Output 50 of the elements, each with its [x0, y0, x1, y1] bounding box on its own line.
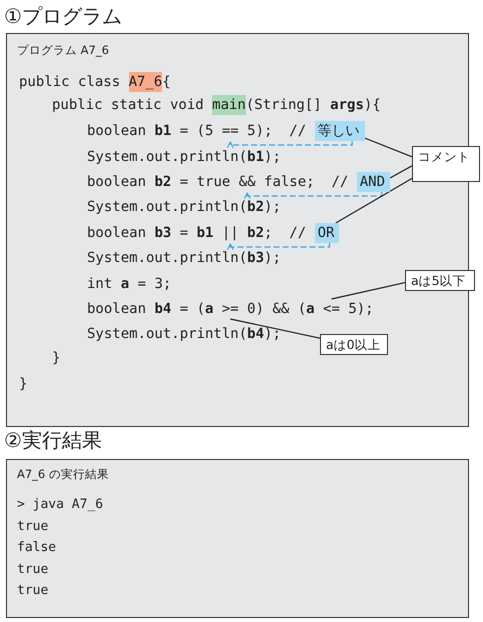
- code-text: System.out.println(b2);: [87, 198, 281, 217]
- leader-line: [390, 165, 412, 179]
- leader-line: [364, 137, 412, 158]
- callout-box: aは5以下: [405, 270, 475, 291]
- comment-highlight: 等しい: [314, 121, 365, 141]
- code-text: {: [162, 73, 171, 92]
- class-name-highlight: A7_6: [128, 72, 162, 92]
- operator-text: <=: [323, 299, 340, 319]
- operator-text: &&: [238, 172, 256, 192]
- arrow: [226, 243, 330, 250]
- code-text: boolean b4 = (a: [87, 300, 214, 319]
- comment-highlight: OR: [314, 223, 340, 243]
- code-text: }: [19, 375, 28, 394]
- code-text: (String[] args){: [246, 96, 381, 115]
- code-text: boolean b3 = b1: [87, 224, 214, 243]
- code-text: boolean b2 = true: [87, 173, 230, 192]
- callout-box: コメント: [412, 146, 480, 182]
- operator-text: >=: [222, 299, 239, 319]
- leader-line: [230, 318, 320, 339]
- method-name-highlight: main: [212, 95, 246, 115]
- panel-title: プログラム A7_6: [17, 42, 109, 58]
- code-text: System.out.println(b1);: [87, 148, 281, 167]
- code-text: public class: [19, 73, 120, 92]
- code-text: false; //: [264, 173, 348, 192]
- output-text: true: [17, 561, 48, 579]
- leader-line: [335, 178, 412, 224]
- operator-text: ==: [222, 121, 239, 141]
- leader-line: [331, 282, 406, 300]
- code-text: 0) && (a: [247, 300, 315, 319]
- output-text: true: [17, 582, 48, 600]
- section-heading: ①プログラム: [4, 4, 122, 28]
- callout-box: aは0以上: [320, 334, 388, 355]
- code-text: System.out.println(b4);: [87, 325, 281, 344]
- comment-highlight: AND: [356, 172, 390, 192]
- code-text: b2; //: [247, 224, 306, 243]
- code-text: 5);: [348, 300, 374, 319]
- code-text: }: [52, 349, 60, 368]
- code-text: System.out.println(b3);: [87, 249, 281, 268]
- arrow: [244, 192, 382, 200]
- arrow: [226, 141, 353, 148]
- code-text: boolean b1 = (5: [87, 122, 214, 141]
- operator-text: ||: [222, 223, 239, 243]
- code-text: 5); //: [247, 122, 306, 141]
- panel-title: A7_6 の実行結果: [17, 466, 109, 482]
- output-text: false: [17, 539, 56, 557]
- output-text: > java A7_6: [17, 496, 104, 514]
- code-text: int a = 3;: [87, 275, 172, 294]
- code-text: public static void: [52, 96, 204, 115]
- output-text: true: [17, 518, 48, 536]
- section-heading: ②実行結果: [4, 428, 102, 452]
